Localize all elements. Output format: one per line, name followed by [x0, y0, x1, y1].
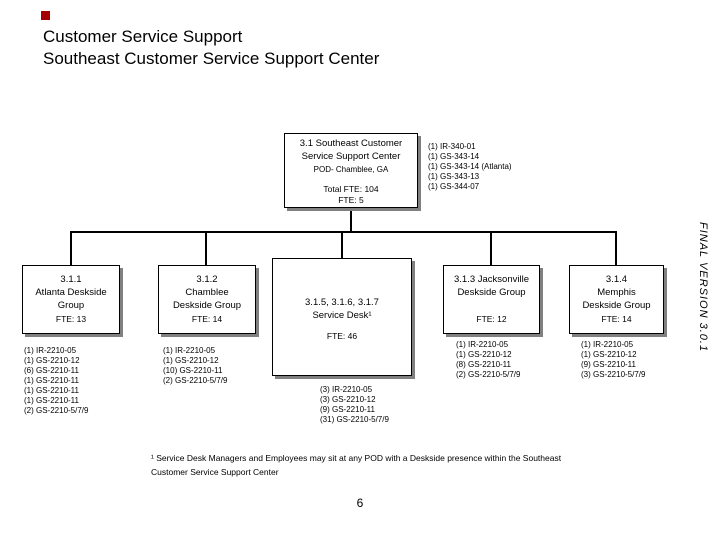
servicedesk-position-list: (3) IR-2210-05(3) GS-2210-12(9) GS-2210-… [320, 385, 389, 425]
position-code: (1) GS-2210-12 [456, 350, 512, 359]
org-box-root-total-fte: Total FTE: 104 [323, 184, 379, 194]
org-box-title-line: Atlanta Deskside [35, 287, 107, 298]
chamblee-position-list: (1) IR-2210-05(1) GS-2210-12(10) GS-2210… [163, 346, 227, 386]
position-code: (2) GS-2210-5/7/9 [456, 370, 521, 379]
position-code: (3) GS-2210-12 [320, 395, 376, 404]
footnote-line2: Customer Service Support Center [151, 467, 279, 477]
connector-drop-jacksonville [490, 231, 492, 265]
root-position-list: (1) IR-340-01(1) GS-343-14(1) GS-343-14 … [428, 142, 512, 192]
position-code: (1) GS-344-07 [428, 182, 480, 191]
position-code: (1) GS-2210-11 [24, 376, 79, 385]
org-box-title-line: Chamblee [185, 287, 229, 298]
slide-title-line1: Customer Service Support [43, 27, 243, 46]
org-box-title-line: 3.1.4 [605, 274, 628, 285]
position-code: (1) GS-2210-12 [163, 356, 219, 365]
position-code: (1) IR-2210-05 [163, 346, 216, 355]
position-code: (1) GS-343-14 [428, 152, 480, 161]
org-box-title-line: Service Desk¹ [312, 310, 372, 321]
org-box-servicedesk-fte: FTE: 46 [326, 331, 358, 341]
atlanta-position-list: (1) IR-2210-05(1) GS-2210-12(6) GS-2210-… [24, 346, 88, 416]
accent-square [41, 11, 50, 20]
org-box-title-line: Deskside Group [582, 300, 651, 311]
connector-drop-atlanta [70, 231, 72, 265]
org-box-root-title-line1: 3.1 Southeast Customer [299, 138, 403, 149]
position-code: (9) GS-2210-11 [320, 405, 375, 414]
org-box-title-line: Deskside Group [457, 287, 526, 298]
org-box-root-fte: FTE: 5 [338, 194, 364, 205]
position-code: (9) GS-2210-11 [581, 360, 636, 369]
org-box-root-pod: POD- Chamblee, GA [313, 165, 389, 174]
position-code: (1) GS-2210-11 [24, 396, 79, 405]
connector-drop-memphis [615, 231, 617, 265]
org-box-chamblee-fte: FTE: 14 [191, 314, 223, 324]
org-box-title-line: 3.1.1 [60, 274, 82, 285]
position-code: (3) IR-2210-05 [320, 385, 373, 394]
org-box-title-line: 3.1.5, 3.1.6, 3.1.7 [305, 297, 379, 308]
position-code: (31) GS-2210-5/7/9 [320, 415, 389, 424]
org-box-title-line: 3.1.3 Jacksonville [454, 274, 529, 285]
slide-title-line2: Southeast Customer Service Support Cente… [43, 49, 380, 68]
connector-drop-servicedesk [341, 231, 343, 258]
position-code: (8) GS-2210-11 [456, 360, 511, 369]
memphis-position-list: (1) IR-2210-05(1) GS-2210-12(9) GS-2210-… [581, 340, 645, 380]
connector-horizontal [70, 231, 617, 233]
footnote-line1: ¹ Service Desk Managers and Employees ma… [151, 453, 562, 463]
org-box-title-line: Memphis [597, 287, 636, 298]
org-box-root-title-line2: Service Support Center [301, 150, 401, 162]
position-code: (1) IR-340-01 [428, 142, 476, 151]
connector-root-stem [350, 208, 352, 232]
org-box-memphis-fte: FTE: 14 [601, 314, 632, 324]
org-box-title-line: 3.1.2 [196, 274, 218, 285]
position-code: (1) GS-343-14 (Atlanta) [428, 162, 512, 171]
position-code: (2) GS-2210-5/7/9 [24, 406, 89, 415]
slide-title: Customer Service Support Southeast Custo… [43, 26, 379, 70]
jacksonville-position-list: (1) IR-2210-05(1) GS-2210-12(8) GS-2210-… [456, 340, 520, 380]
org-box-title-line: Group [57, 300, 85, 311]
position-code: (1) GS-2210-11 [24, 386, 79, 395]
position-code: (3) GS-2210-5/7/9 [581, 370, 646, 379]
page-number: 6 [356, 496, 364, 510]
position-code: (1) IR-2210-05 [581, 340, 634, 349]
org-box-root-title: 3.1 Southeast Customer Service Support C… [285, 134, 417, 163]
position-code: (6) GS-2210-11 [24, 366, 79, 375]
position-code: (1) GS-2210-12 [581, 350, 637, 359]
org-box-root: 3.1 Southeast Customer Service Support C… [284, 133, 418, 208]
footnote: ¹ Service Desk Managers and Employees ma… [151, 451, 596, 479]
org-box-atlanta-fte: FTE: 13 [55, 314, 87, 324]
version-label: FINAL VERSION 3.0.1 [697, 222, 709, 353]
position-code: (1) GS-343-13 [428, 172, 480, 181]
position-code: (1) IR-2210-05 [456, 340, 509, 349]
connector-drop-chamblee [205, 231, 207, 265]
position-code: (1) IR-2210-05 [24, 346, 77, 355]
position-code: (10) GS-2210-11 [163, 366, 223, 375]
position-code: (2) GS-2210-5/7/9 [163, 376, 228, 385]
org-box-jacksonville-fte: FTE: 12 [476, 314, 507, 324]
org-box-title-line: Deskside Group [172, 300, 242, 311]
position-code: (1) GS-2210-12 [24, 356, 80, 365]
